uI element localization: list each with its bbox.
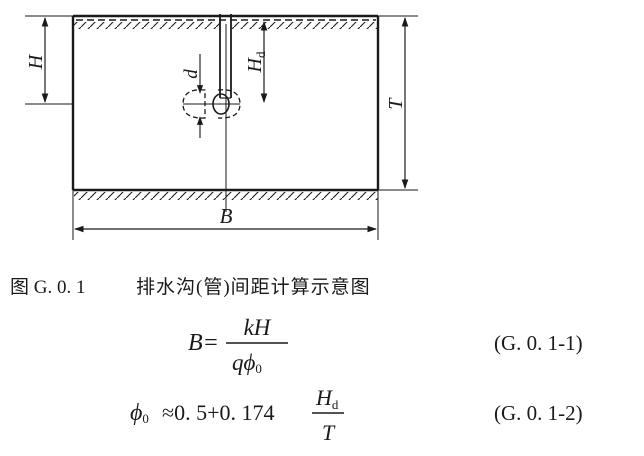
dimension-T: T xyxy=(378,15,418,191)
eq2-expression: ≈0. 5+0. 174 xyxy=(162,400,274,425)
eq2-fraction-numerator: Hd xyxy=(315,385,339,412)
dimension-Hd: Hd xyxy=(244,21,268,103)
label-Hd: Hd xyxy=(244,51,268,73)
caption-title: 排水沟(管)间距计算示意图 xyxy=(136,276,371,298)
equation-G-0-1-2: ϕ0 ≈0. 5+0. 174 Hd T (G. 0. 1-2) xyxy=(130,385,583,445)
caption-number: 图 G. 0. 1 xyxy=(10,277,85,298)
label-d: d xyxy=(181,69,202,79)
eq1-lhs: B= xyxy=(188,330,219,356)
eq2-tag: (G. 0. 1-2) xyxy=(494,401,583,425)
label-B: B xyxy=(220,204,233,228)
label-T: T xyxy=(385,97,407,110)
eq2-lhs: ϕ0 xyxy=(130,400,149,426)
soil-layer-outline xyxy=(71,16,380,190)
figure-caption: 图 G. 0. 1 排水沟(管)间距计算示意图 xyxy=(10,276,371,298)
ground-surface xyxy=(73,14,378,29)
dimension-H: H xyxy=(25,15,73,105)
eq1-denominator: qϕ0 xyxy=(232,350,262,376)
eq1-numerator: kH xyxy=(244,315,272,340)
equation-G-0-1-1: B= kH qϕ0 (G. 0. 1-1) xyxy=(188,315,583,376)
dimension-d: d xyxy=(181,54,204,138)
dimension-B: B xyxy=(72,190,379,240)
label-H: H xyxy=(25,53,47,70)
eq1-tag: (G. 0. 1-1) xyxy=(494,331,583,355)
eq2-fraction-denominator: T xyxy=(322,420,336,445)
